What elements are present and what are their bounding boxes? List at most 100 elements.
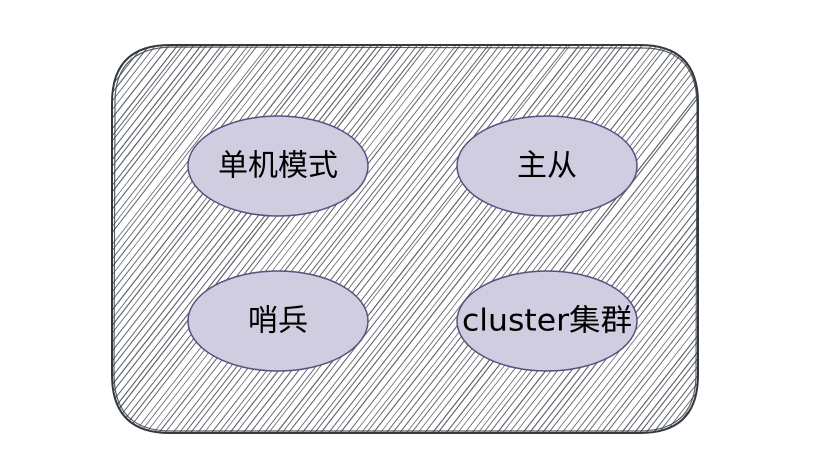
hatch-line bbox=[112, 45, 283, 433]
hatch-line bbox=[112, 45, 188, 433]
container-group bbox=[0, 40, 828, 440]
hatch-line bbox=[549, 45, 698, 433]
hatch-line bbox=[700, 40, 828, 440]
hatch-line bbox=[112, 45, 192, 433]
hatch-line bbox=[608, 45, 698, 433]
hatch-line bbox=[374, 45, 688, 433]
hatch-line bbox=[400, 45, 698, 433]
hatch-line bbox=[334, 45, 647, 433]
hatch-line bbox=[112, 45, 116, 433]
hatch-line bbox=[620, 45, 698, 433]
hatch-line bbox=[576, 45, 698, 433]
hatch-line bbox=[0, 40, 82, 440]
hatch-line bbox=[112, 45, 206, 433]
hatch-line bbox=[217, 45, 530, 433]
hatch-line bbox=[112, 45, 253, 433]
hatch-line bbox=[589, 45, 698, 433]
hatch-line bbox=[0, 40, 36, 440]
hatch-line bbox=[458, 45, 698, 433]
hatch-line bbox=[112, 45, 258, 433]
hatch-line bbox=[496, 45, 698, 433]
node-master-slave[interactable]: 主从 bbox=[456, 115, 638, 217]
hatch-line bbox=[112, 45, 348, 433]
hatch-line bbox=[678, 45, 698, 433]
hatch-line bbox=[178, 45, 493, 433]
hatch-line bbox=[0, 40, 23, 440]
hatch-line bbox=[0, 40, 102, 440]
hatch-line bbox=[563, 45, 698, 433]
hatch-line bbox=[342, 45, 657, 433]
hatch-line bbox=[112, 45, 355, 433]
hatch-line bbox=[714, 40, 828, 440]
hatch-line bbox=[628, 45, 698, 433]
hatch-line bbox=[472, 45, 698, 433]
hatch-line bbox=[112, 45, 295, 433]
hatch-line bbox=[0, 40, 108, 440]
hatch-line bbox=[112, 45, 407, 433]
hatch-line bbox=[355, 45, 668, 433]
hatch-line bbox=[112, 45, 262, 433]
hatch-line bbox=[112, 45, 199, 433]
hatch-line bbox=[276, 45, 589, 433]
hatch-line bbox=[119, 45, 432, 433]
hatch-line bbox=[509, 45, 698, 433]
node-standalone[interactable]: 单机模式 bbox=[187, 115, 369, 217]
hatch-line bbox=[147, 45, 461, 433]
node-sentinel-shape bbox=[187, 270, 369, 372]
hatch-line bbox=[360, 45, 672, 433]
hatch-line bbox=[270, 45, 584, 433]
hatch-line bbox=[349, 45, 662, 433]
hatch-line bbox=[112, 45, 183, 433]
hatch-line bbox=[0, 40, 17, 440]
hatch-line bbox=[191, 45, 505, 433]
hatch-line bbox=[569, 45, 698, 433]
hatch-line bbox=[491, 45, 698, 433]
hatch-line bbox=[112, 45, 211, 433]
hatch-line bbox=[112, 45, 276, 433]
hatch-line bbox=[581, 45, 698, 433]
hatch-line bbox=[112, 45, 218, 433]
hatch-line bbox=[0, 40, 95, 440]
hatch-line bbox=[198, 45, 510, 433]
node-sentinel[interactable]: 哨兵 bbox=[187, 270, 369, 372]
node-master-slave-label: 主从 bbox=[517, 149, 577, 184]
hatch-line bbox=[112, 45, 317, 433]
hatch-line bbox=[477, 45, 698, 433]
hatch-line bbox=[258, 45, 572, 433]
container-border bbox=[111, 44, 699, 434]
hatch-line bbox=[466, 45, 698, 433]
node-master-slave-shape bbox=[456, 115, 638, 217]
hatch-line bbox=[173, 45, 486, 433]
hatch-line bbox=[113, 45, 428, 433]
hatch-line bbox=[303, 45, 617, 433]
hatch-line bbox=[112, 45, 383, 433]
hatch-line bbox=[112, 45, 290, 433]
hatch-line bbox=[112, 45, 239, 433]
hatch-line bbox=[308, 45, 622, 433]
hatch-line bbox=[112, 45, 397, 433]
hatch-line bbox=[128, 45, 442, 433]
hatch-line bbox=[244, 45, 557, 433]
hatch-line bbox=[523, 45, 698, 433]
hatch-line bbox=[516, 45, 698, 433]
hatch-line bbox=[167, 45, 481, 433]
hatch-line bbox=[112, 45, 227, 433]
hatch-line bbox=[691, 45, 698, 433]
hatch-line bbox=[112, 45, 122, 433]
hatch-line bbox=[0, 40, 56, 440]
hatch-line bbox=[686, 45, 698, 433]
hatch-line bbox=[440, 45, 698, 433]
hatch-line bbox=[282, 45, 597, 433]
hatch-line bbox=[431, 45, 698, 433]
hatch-line bbox=[595, 45, 698, 433]
node-cluster[interactable]: cluster集群 bbox=[456, 270, 638, 372]
hatch-line bbox=[412, 45, 698, 433]
hatch-line bbox=[140, 45, 453, 433]
hatch-line bbox=[112, 45, 273, 433]
node-sentinel-label: 哨兵 bbox=[248, 304, 308, 339]
hatch-line bbox=[426, 45, 698, 433]
hatch-line bbox=[451, 45, 698, 433]
node-standalone-label: 单机模式 bbox=[218, 149, 338, 184]
hatch-line bbox=[0, 40, 89, 440]
